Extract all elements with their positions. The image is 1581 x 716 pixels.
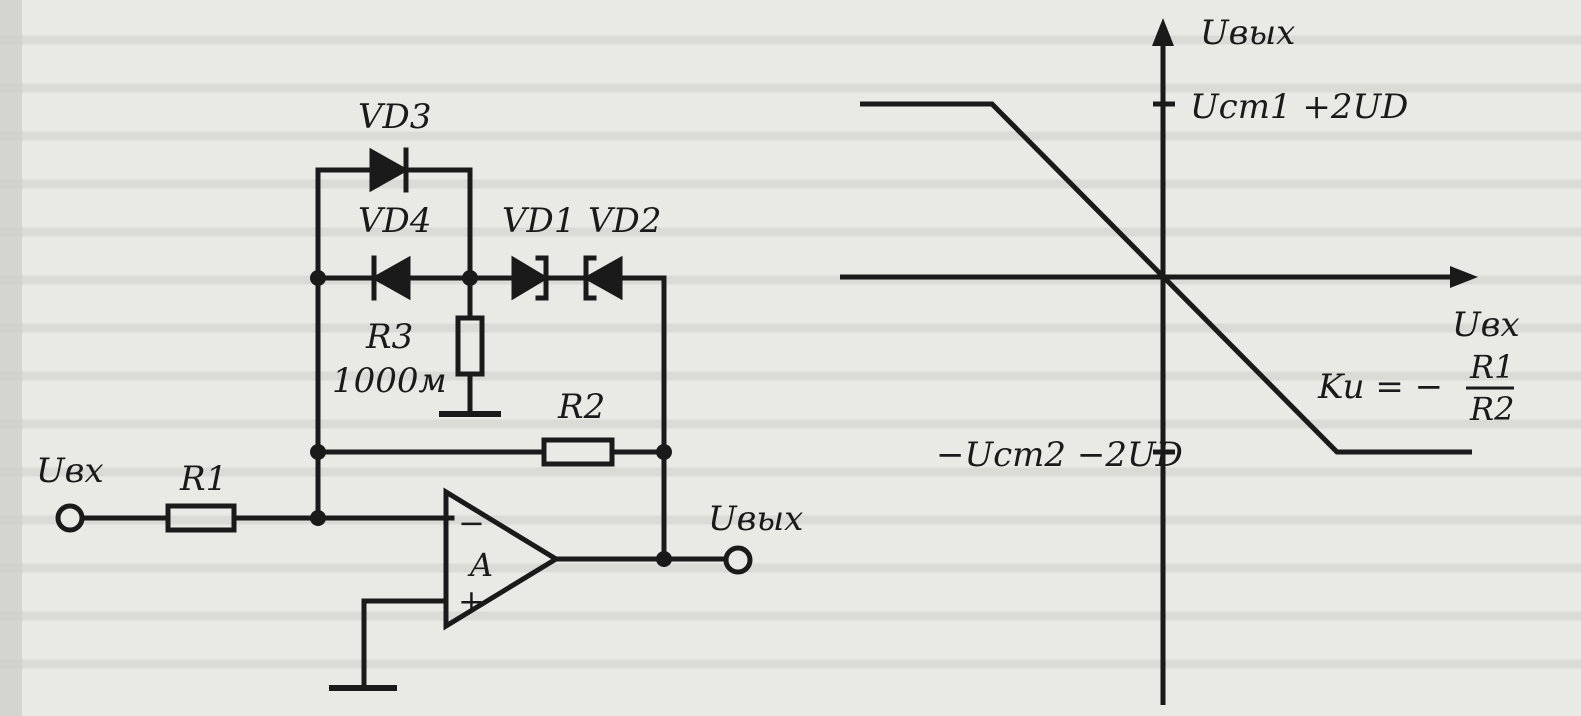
label-output-voltage: Uвых xyxy=(708,499,803,539)
graph-characteristic-curve xyxy=(860,101,1472,455)
graph-gain-denominator: R2 xyxy=(1469,390,1514,428)
resistor-r2 xyxy=(541,437,615,467)
output-terminal xyxy=(723,545,753,575)
label-r3-value: 1000м xyxy=(332,361,447,401)
graph-x-arrow xyxy=(1450,266,1478,288)
label-r2: R2 xyxy=(557,387,605,427)
label-r3: R3 xyxy=(365,317,413,357)
transfer-graph xyxy=(840,18,1478,705)
label-vd1: VD1 xyxy=(502,201,575,241)
circuit-schematic xyxy=(55,147,753,691)
circuit-labels: VD3 VD4 VD1 VD2 R3 1000м R2 R1 Uвх Uвых … xyxy=(36,97,803,620)
label-vd3: VD3 xyxy=(358,97,431,137)
diode-vd3 xyxy=(369,147,410,193)
graph-y-arrow xyxy=(1152,18,1174,46)
graph-x-axis-label: Uвх xyxy=(1452,305,1520,345)
opamp-inverting-sign: − xyxy=(458,504,485,542)
input-terminal xyxy=(55,503,85,533)
diode-vd2 xyxy=(582,255,623,301)
diode-vd4 xyxy=(370,255,411,301)
junction-dots xyxy=(310,270,672,567)
opamp-triangle xyxy=(443,487,561,631)
graph-labels: Uвых Uст1 +2UD Uвх Ku = − R1 R2 −Uст2 −2… xyxy=(936,13,1520,475)
graph-lower-level-label: −Uст2 −2UD xyxy=(936,435,1183,475)
label-r1: R1 xyxy=(179,459,227,499)
label-vd4: VD4 xyxy=(358,201,431,241)
opamp-label: A xyxy=(467,546,493,584)
opamp-noninverting-sign: + xyxy=(458,582,485,620)
graph-gain-numerator: R1 xyxy=(1469,348,1514,386)
graph-upper-level-label: Uст1 +2UD xyxy=(1190,87,1408,127)
label-input-voltage: Uвх xyxy=(36,451,104,491)
graph-gain-formula: Ku = − xyxy=(1317,367,1443,407)
diode-vd1 xyxy=(511,255,549,301)
graph-y-axis-label: Uвых xyxy=(1200,13,1295,53)
label-vd2: VD2 xyxy=(588,201,661,241)
